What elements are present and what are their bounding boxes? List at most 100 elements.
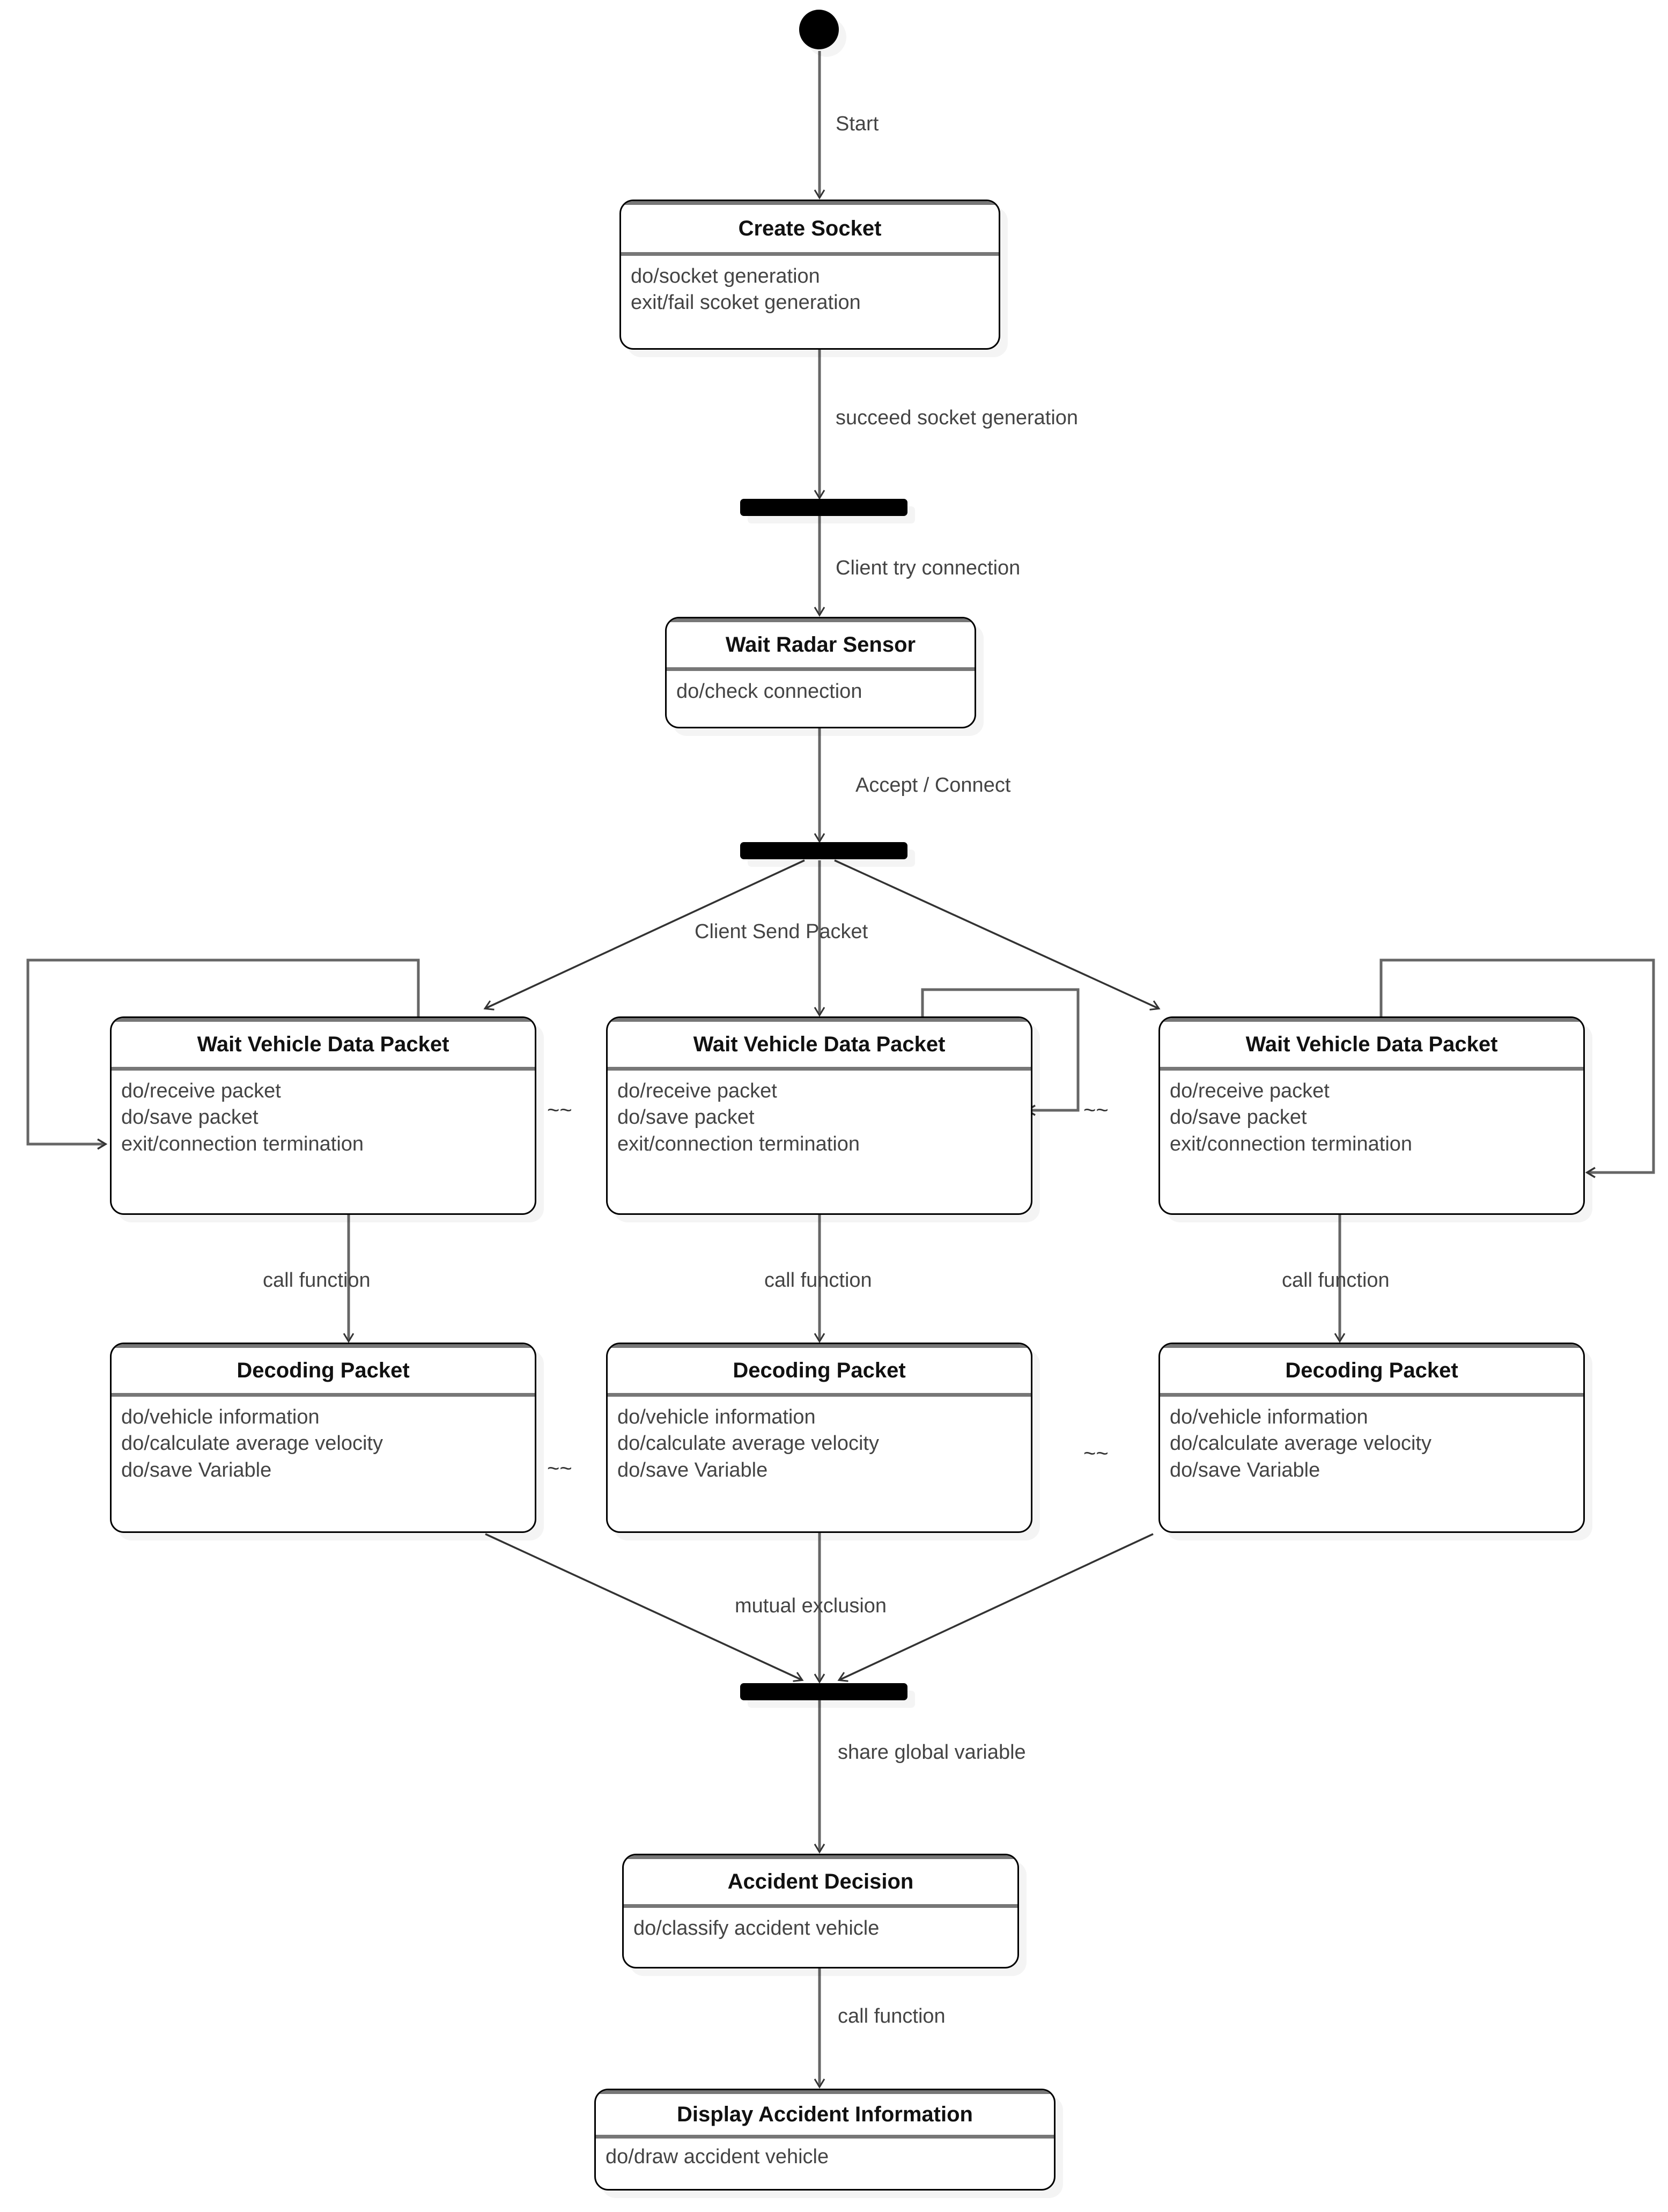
separator-tilde-decoding-1: ~~ [547,1457,572,1480]
edge-label-succeed-socket-generation: succeed socket generation [836,407,1079,429]
state-action: do/vehicle information [121,1406,320,1428]
state-divider [112,1393,535,1397]
state-action: do/vehicle information [1170,1406,1368,1428]
state-divider [608,1393,1031,1397]
edge-label-client-send-packet: Client Send Packet [695,920,868,943]
state-action: do/save Variable [1170,1458,1320,1481]
state-display-accident-information[interactable]: Display Accident Information do/draw acc… [594,2089,1056,2191]
state-top-accent [112,1344,535,1348]
state-top-accent [667,618,975,622]
state-actions: do/receive packet do/save packet exit/co… [1160,1071,1583,1163]
separator-tilde-wait-2: ~~ [1083,1098,1109,1122]
state-box: Accident Decision do/classify accident v… [622,1854,1019,1968]
state-action: do/check connection [676,680,862,703]
edge-label-mutual-exclusion: mutual exclusion [735,1595,887,1617]
edge-decoding-right-to-join [837,1533,1154,1682]
state-actions: do/vehicle information do/calculate aver… [1160,1397,1583,1489]
edge-fork2-to-wait-right [834,859,1161,1011]
state-action: do/save packet [1170,1106,1307,1129]
edge-label-call-function-center: call function [764,1269,872,1292]
state-accident-decision[interactable]: Accident Decision do/classify accident v… [622,1854,1019,1968]
state-decoding-packet-right[interactable]: Decoding Packet do/vehicle information d… [1158,1343,1585,1533]
join-bar-mutex [740,1683,907,1700]
state-top-accent [1160,1344,1583,1348]
separator-tilde-wait-1: ~~ [547,1098,572,1122]
state-wait-vehicle-data-packet-right[interactable]: Wait Vehicle Data Packet do/receive pack… [1158,1016,1585,1215]
state-top-accent [1160,1018,1583,1022]
state-divider [1160,1393,1583,1397]
state-actions: do/socket generation exit/fail scoket ge… [621,256,999,322]
state-box: Decoding Packet do/vehicle information d… [110,1343,536,1533]
state-action: do/save Variable [617,1458,768,1481]
state-title: Accident Decision [727,1870,914,1893]
state-action: exit/connection termination [121,1132,364,1155]
state-title: Decoding Packet [237,1359,410,1382]
edge-label-client-try-connection: Client try connection [836,557,1021,579]
state-action: do/calculate average velocity [1170,1432,1431,1455]
state-actions: do/receive packet do/save packet exit/co… [608,1071,1031,1163]
state-actions: do/vehicle information do/calculate aver… [112,1397,535,1489]
edge-label-start: Start [836,113,879,135]
state-box: Decoding Packet do/vehicle information d… [1158,1343,1585,1533]
separator-tilde-decoding-2: ~~ [1083,1442,1109,1465]
state-create-socket[interactable]: Create Socket do/socket generation exit/… [619,200,1000,350]
state-action: do/save packet [617,1106,755,1129]
state-action: do/calculate average velocity [121,1432,383,1455]
state-top-accent [621,201,999,205]
state-box: Create Socket do/socket generation exit/… [619,200,1000,350]
state-decoding-packet-left[interactable]: Decoding Packet do/vehicle information d… [110,1343,536,1533]
state-action: do/draw accident vehicle [606,2145,829,2168]
edge-self-loop-wait-left [26,958,420,1150]
state-box: Display Accident Information do/draw acc… [594,2089,1056,2191]
edge-label-call-function-left: call function [263,1269,371,1292]
state-action: do/vehicle information [617,1406,816,1428]
state-wait-vehicle-data-packet-center[interactable]: Wait Vehicle Data Packet do/receive pack… [606,1016,1032,1215]
edge-fork2-to-wait-left [483,859,805,1011]
state-action: exit/connection termination [617,1132,860,1155]
state-top-accent [608,1018,1031,1022]
state-box: Decoding Packet do/vehicle information d… [606,1343,1032,1533]
state-title: Wait Vehicle Data Packet [1245,1033,1498,1056]
state-action: do/receive packet [1170,1080,1330,1102]
state-wait-radar-sensor[interactable]: Wait Radar Sensor do/check connection [665,617,976,728]
state-actions: do/draw accident vehicle [596,2139,1054,2176]
state-title: Wait Vehicle Data Packet [693,1033,946,1056]
state-action: exit/fail scoket generation [631,291,861,314]
state-divider [621,252,999,256]
state-top-accent [112,1018,535,1022]
state-action: do/receive packet [617,1080,777,1102]
state-title: Display Accident Information [677,2103,973,2126]
state-title: Create Socket [738,217,882,240]
state-title: Decoding Packet [733,1359,906,1382]
edge-label-call-function-bottom: call function [838,2005,946,2027]
edge-label-call-function-right: call function [1282,1269,1390,1292]
state-top-accent [624,1855,1017,1859]
state-action: do/save packet [121,1106,259,1129]
state-title: Wait Vehicle Data Packet [197,1033,449,1056]
state-action: do/socket generation [631,265,820,287]
state-action: do/receive packet [121,1080,281,1102]
state-actions: do/receive packet do/save packet exit/co… [112,1071,535,1163]
state-box: Wait Vehicle Data Packet do/receive pack… [110,1016,536,1215]
edge-decoding-left-to-join [485,1533,804,1682]
state-actions: do/vehicle information do/calculate aver… [608,1397,1031,1489]
state-top-accent [596,2090,1054,2094]
state-actions: do/classify accident vehicle [624,1908,1017,1947]
state-top-accent [608,1344,1031,1348]
state-action: do/save Variable [121,1458,272,1481]
state-action: do/calculate average velocity [617,1432,879,1455]
initial-state-node [799,10,839,49]
state-title: Decoding Packet [1285,1359,1458,1382]
state-title: Wait Radar Sensor [725,633,916,657]
edge-self-loop-wait-right [1379,958,1655,1178]
state-divider [624,1904,1017,1908]
edge-label-accept-connect: Accept / Connect [855,774,1011,797]
state-wait-vehicle-data-packet-left[interactable]: Wait Vehicle Data Packet do/receive pack… [110,1016,536,1215]
state-divider [667,667,975,671]
state-divider [112,1067,535,1071]
state-box: Wait Vehicle Data Packet do/receive pack… [1158,1016,1585,1215]
state-action: do/classify accident vehicle [633,1917,880,1940]
state-decoding-packet-center[interactable]: Decoding Packet do/vehicle information d… [606,1343,1032,1533]
